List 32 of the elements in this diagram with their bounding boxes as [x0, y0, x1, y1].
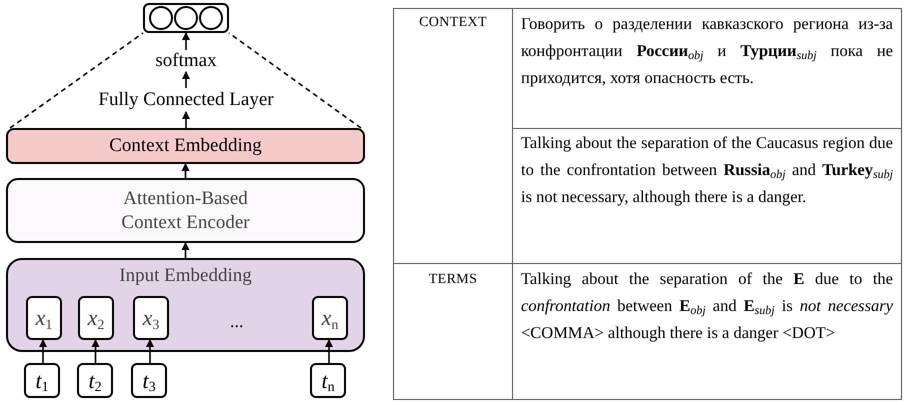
arrow [92, 339, 100, 363]
arrow [182, 111, 190, 128]
arrow [182, 71, 190, 88]
table-cell-text: Говорить о разделении кавказского региона из-за конфронтации России$_{obj}$ и Турции$_{subj}$ пока не приходится, хотя опасность есть. [521, 13, 893, 89]
input-embedding-box [6, 258, 365, 352]
table-cell-text: Talking about the separation of the E due to the confrontation between E$_{obj}$ and E$_{subj}$ is not necessary <COMMA> although there is a danger <DOT> [521, 268, 893, 344]
arrow [182, 242, 190, 258]
softmax-label: softmax [146, 50, 226, 72]
row-header: CONTEXT [419, 14, 487, 32]
token-box: t$_{n}$ [310, 363, 346, 398]
table-cell-text: Talking about the separation of the Caucasus region due to the confrontation between Russia$_{obj}$ and Turkey$_{subj}$ is not necessary, although there is a danger. [521, 132, 893, 208]
layer-label: Fully Connected Layer [76, 88, 296, 112]
dashed-line [10, 32, 144, 129]
arrow [182, 32, 190, 50]
arrow [39, 339, 47, 363]
dashed-line [228, 32, 362, 129]
arrow [325, 339, 333, 363]
ellipsis: ... [230, 310, 244, 333]
output-box [143, 3, 229, 33]
encoder-box: Attention-Based Context Encoder [6, 178, 365, 243]
embedding-vector-box: x$_{3}$ [133, 296, 169, 340]
embedding-vector-box: x$_{n}$ [312, 296, 348, 340]
box-title: Input Embedding [118, 264, 253, 288]
embedding-vector-box: x$_{2}$ [78, 296, 114, 340]
token-box: t$_{2}$ [77, 363, 113, 398]
arrow [146, 339, 154, 363]
arrow [182, 163, 190, 178]
embedding-vector-box: x$_{1}$ [26, 296, 62, 340]
token-box: t$_{1}$ [24, 363, 60, 398]
token-box: t$_{3}$ [131, 363, 167, 398]
embedding-box: Context Embedding [6, 128, 365, 164]
row-header: TERMS [428, 271, 478, 289]
